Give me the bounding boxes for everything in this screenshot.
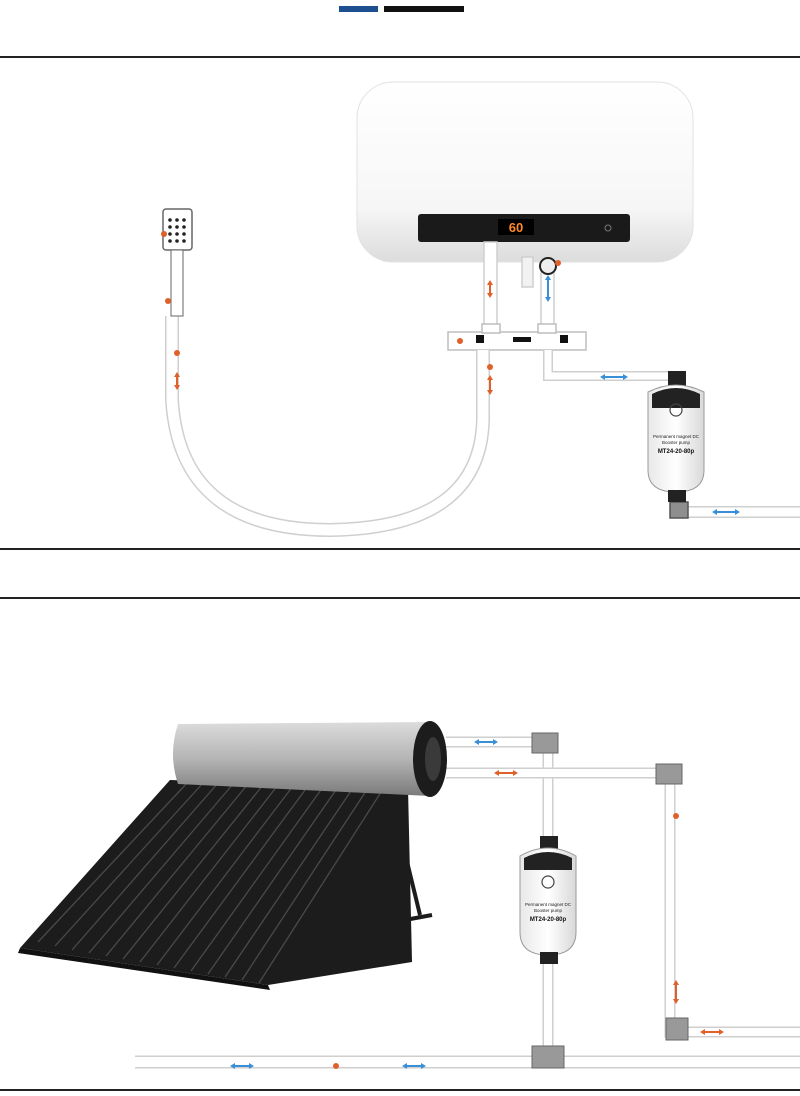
pump-label-line2: Booster pump xyxy=(662,440,691,445)
power-button-icon xyxy=(604,224,612,232)
pump-power-icon-2 xyxy=(541,875,555,889)
pump-label-line1: Permanent magnet DC xyxy=(653,434,700,439)
heater-display-value: 60 xyxy=(509,220,523,235)
pump-power-icon xyxy=(669,403,683,417)
heater-pipes xyxy=(165,241,800,538)
pump2-label-line1: Permanent magnet DC xyxy=(525,902,572,907)
header-accent-bar xyxy=(339,6,378,12)
heater-display xyxy=(498,219,534,235)
pump-model: MT24-20-80p xyxy=(658,449,695,455)
solar-water-heater xyxy=(18,721,447,990)
booster-pump-top: Permanent magnet DC Booster pump MT24-20… xyxy=(647,371,705,502)
electric-water-heater: 60 xyxy=(356,81,694,263)
shower-head xyxy=(162,208,193,317)
booster-pump-bottom: Permanent magnet DC Booster pump MT24-20… xyxy=(519,836,577,964)
pump2-model: MT24-20-80p xyxy=(530,917,567,923)
pump2-label-line2: Booster pump xyxy=(534,908,563,913)
flow-arrows-panel2 xyxy=(230,739,724,1069)
flow-arrows-panel1 xyxy=(161,231,740,515)
header-dark-bar xyxy=(384,6,464,12)
solar-pipes xyxy=(135,732,800,1069)
